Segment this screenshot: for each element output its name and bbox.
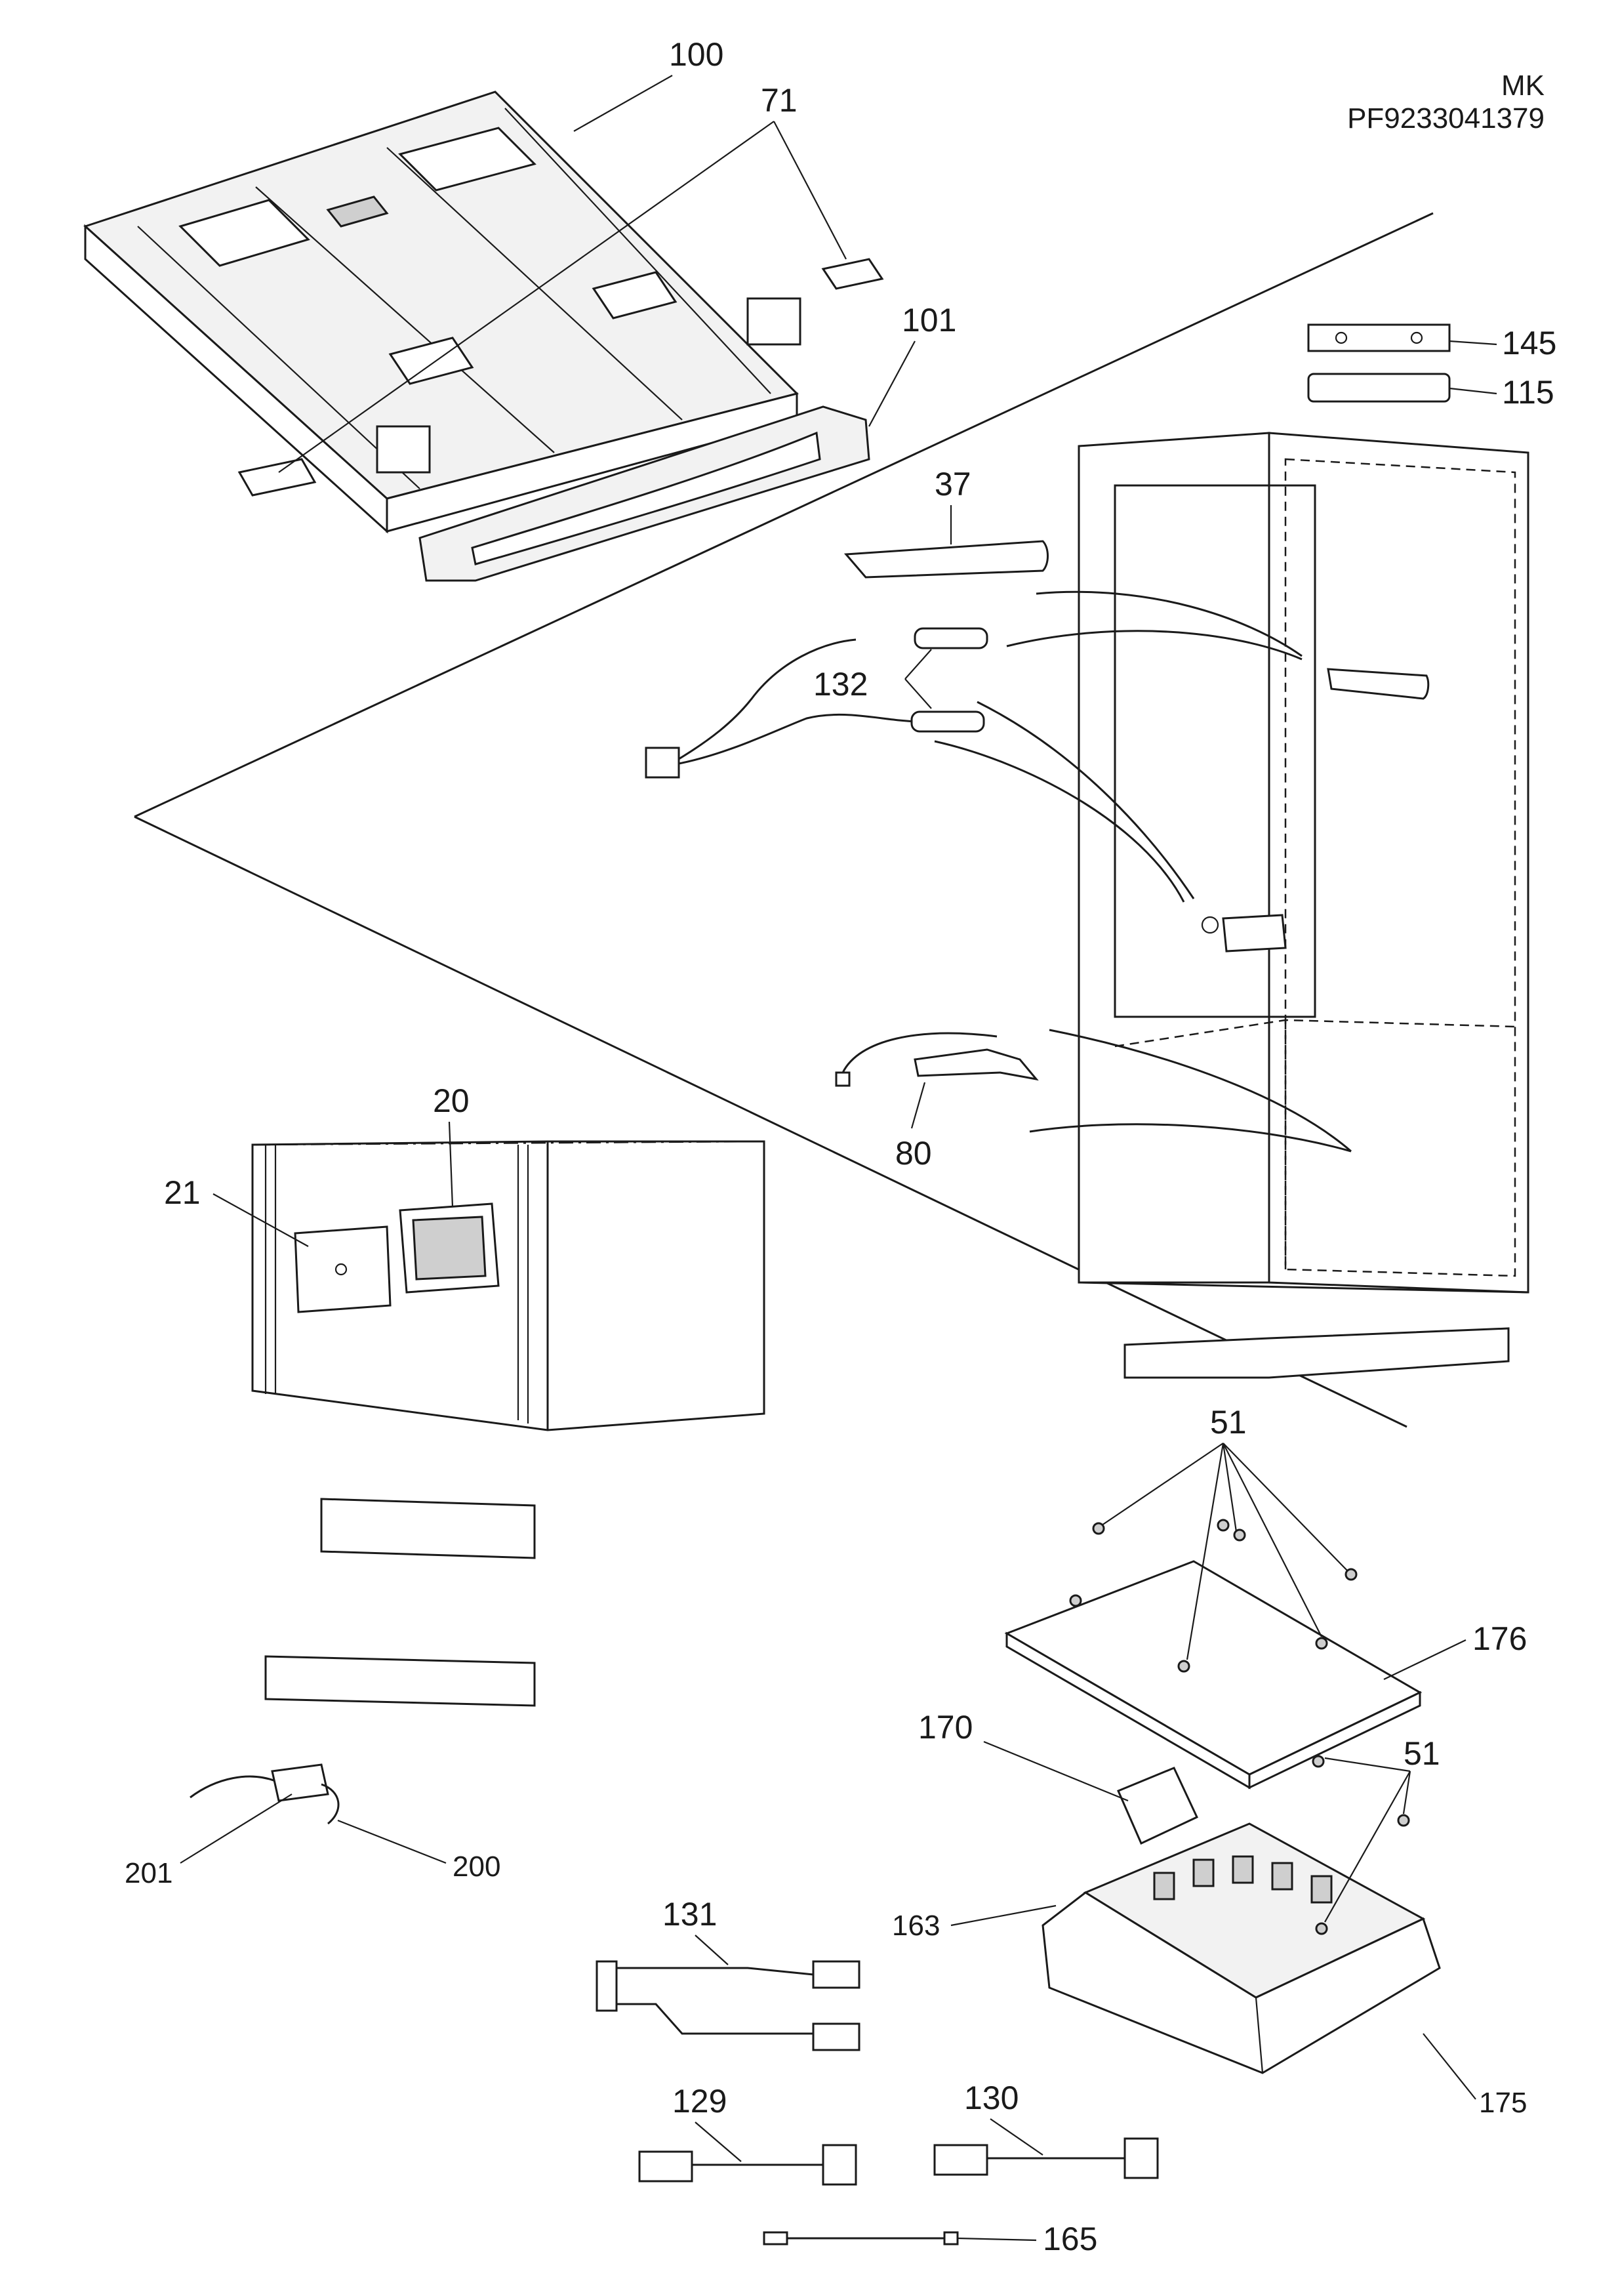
- assembly-arrows: [934, 590, 1352, 1153]
- harness-130-part: [933, 2137, 1159, 2179]
- control-box-assembly: [1004, 1560, 1441, 2074]
- front-trim-bar-part: [418, 405, 870, 582]
- callout-176: 176: [1472, 1620, 1527, 1657]
- harness-129-part: [638, 2144, 857, 2186]
- back-panel: [251, 1140, 765, 1707]
- callout-170: 170: [918, 1709, 973, 1746]
- strip-115-part: [1307, 373, 1451, 403]
- wire-165-part: [763, 2231, 959, 2245]
- callout-131: 131: [662, 1896, 717, 1933]
- sensor-80-part: [835, 1032, 1039, 1087]
- callout-145: 145: [1502, 325, 1556, 361]
- callout-80: 80: [895, 1135, 932, 1172]
- callout-101: 101: [902, 302, 956, 338]
- callout-51-bottom: 51: [1404, 1735, 1440, 1772]
- strip-145-part: [1307, 323, 1451, 352]
- cover-176-part: [1004, 1560, 1423, 1776]
- clip-71-left-part: [237, 458, 317, 497]
- module-20-part: [399, 1202, 500, 1294]
- sensor-bracket: [1222, 914, 1287, 953]
- callout-115: 115: [1502, 374, 1554, 411]
- top-cover-tray-part: [83, 91, 801, 534]
- connector-200-201-part: [190, 1763, 340, 1825]
- pcb-170-part: [1117, 1767, 1198, 1845]
- callout-21: 21: [164, 1174, 201, 1211]
- callout-71: 71: [761, 82, 798, 119]
- cabinet-outline: [1078, 432, 1529, 1379]
- callout-163: 163: [892, 1910, 940, 1942]
- callout-100: 100: [669, 36, 723, 73]
- callout-175: 175: [1479, 2087, 1527, 2119]
- sensor-cable-132-part: [645, 627, 988, 779]
- probe-37-part: [843, 540, 1049, 579]
- harness-131-part: [596, 1960, 860, 2051]
- callout-20: 20: [433, 1082, 470, 1119]
- callout-200: 200: [453, 1851, 500, 1883]
- screws-51-part: [1069, 1519, 1410, 1935]
- callout-132: 132: [813, 666, 868, 703]
- callout-201: 201: [125, 1857, 172, 1889]
- header-code-line1: MK: [1501, 70, 1545, 102]
- mounted-probe: [1327, 668, 1430, 700]
- callout-51-top: 51: [1210, 1404, 1247, 1441]
- housing-175-part: [1042, 1891, 1441, 2074]
- callout-130: 130: [964, 2080, 1019, 2116]
- callout-165: 165: [1043, 2221, 1097, 2257]
- clip-71-right-part: [821, 258, 884, 290]
- section-divider-lines: [134, 212, 1434, 1428]
- callout-37: 37: [935, 466, 971, 502]
- header-code-line2: PF9233041379: [1347, 102, 1545, 134]
- module-21-part: [294, 1225, 392, 1313]
- callout-129: 129: [672, 2083, 727, 2120]
